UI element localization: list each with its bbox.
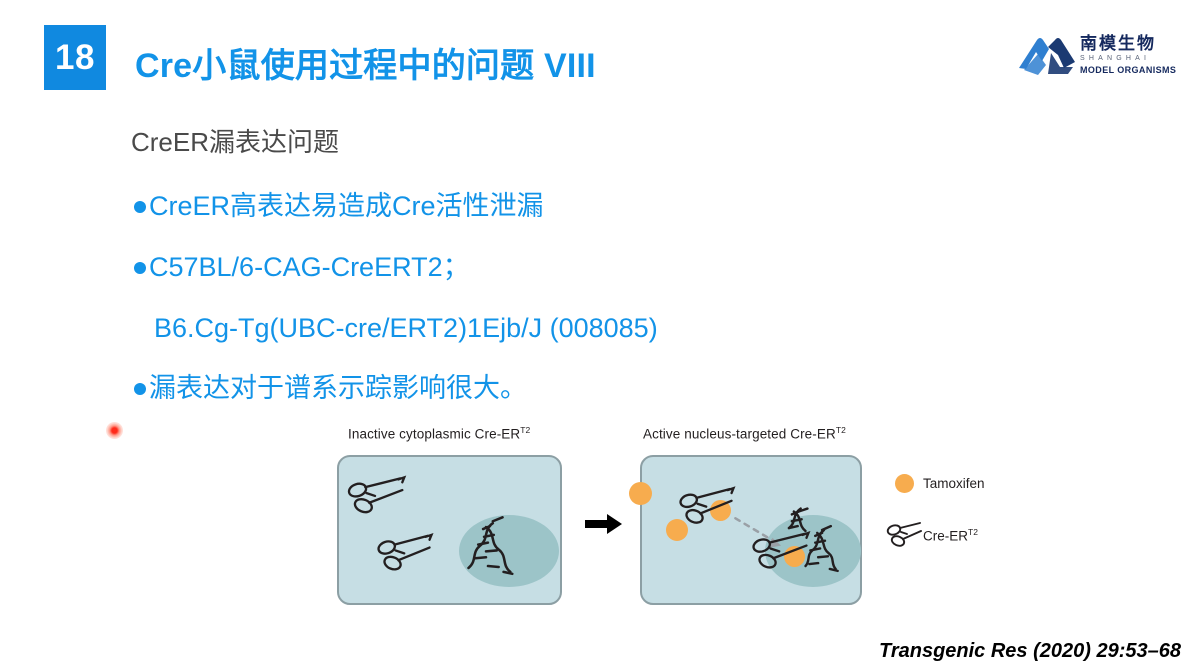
tamoxifen-dot-cytoplasm bbox=[666, 519, 688, 541]
legend-item-creer-label: Cre-ERT2 bbox=[923, 527, 978, 544]
bullet-item-3: 漏表达对于谱系示踪影响很大。 bbox=[134, 375, 527, 402]
bullet-dot-icon bbox=[134, 200, 146, 213]
orange-circle-icon bbox=[885, 473, 923, 493]
logo-text-block: 南模生物 SHANGHAI MODEL ORGANISMS bbox=[1080, 33, 1177, 76]
nucleus-right bbox=[765, 515, 861, 587]
figure-caption-left-main: Inactive cytoplasmic Cre-ER bbox=[348, 426, 521, 442]
legend-item-creer-label-sup: T2 bbox=[968, 526, 978, 537]
laser-pointer-dot bbox=[106, 422, 123, 439]
legend-item-creer-label-main: Cre-ER bbox=[923, 528, 969, 544]
process-arrow-icon bbox=[585, 514, 622, 534]
scissors-icon bbox=[885, 521, 923, 549]
tamoxifen-dot-bound-nucleus bbox=[784, 546, 805, 567]
bullet-item-2-subline: B6.Cg-Tg(UBC-cre/ERT2)1Ejb/J (008085) bbox=[154, 313, 658, 343]
figure-caption-right: Active nucleus-targeted Cre-ERT2 bbox=[643, 425, 846, 442]
scissors-icon-2 bbox=[377, 532, 434, 571]
legend-item-tamoxifen: Tamoxifen bbox=[885, 468, 1020, 498]
company-logo: 南模生物 SHANGHAI MODEL ORGANISMS bbox=[1018, 24, 1184, 86]
bullet-item-1: CreER高表达易造成Cre活性泄漏 bbox=[134, 193, 544, 220]
legend-item-tamoxifen-label: Tamoxifen bbox=[923, 475, 985, 491]
logo-english-line-2: MODEL ORGANISMS bbox=[1080, 64, 1177, 75]
scissors-icon-1 bbox=[347, 475, 407, 514]
tamoxifen-dot-bound-cytoplasm bbox=[710, 500, 731, 521]
bullet-item-3-label: 漏表达对于谱系示踪影响很大。 bbox=[149, 373, 527, 403]
figure-diagram: Inactive cytoplasmic Cre-ERT2 Active nuc… bbox=[330, 420, 985, 615]
tamoxifen-dot-outside bbox=[629, 482, 652, 505]
figure-caption-left: Inactive cytoplasmic Cre-ERT2 bbox=[348, 425, 530, 442]
bullet-item-2: C57BL/6-CAG-CreERT2； bbox=[134, 254, 470, 281]
logo-english-line-1: SHANGHAI bbox=[1080, 55, 1151, 63]
figure-caption-left-sup: T2 bbox=[520, 425, 531, 435]
body-subtitle: CreER漏表达问题 bbox=[131, 127, 340, 157]
source-citation: Transgenic Res (2020) 29:53–68 bbox=[878, 640, 1181, 662]
slide-number-badge: 18 bbox=[44, 25, 106, 90]
cell-panel-active bbox=[629, 455, 862, 605]
figure-legend: Tamoxifen Cre-ERT2 bbox=[885, 468, 1020, 550]
figure-caption-right-main: Active nucleus-targeted Cre-ER bbox=[643, 426, 836, 442]
bullet-dot-icon bbox=[134, 382, 146, 395]
nucleus-left bbox=[459, 515, 559, 587]
figure-caption-right-sup: T2 bbox=[835, 425, 846, 435]
bullet-dot-icon bbox=[134, 261, 146, 274]
bullet-item-1-label: CreER高表达易造成Cre活性泄漏 bbox=[149, 191, 544, 221]
page-title: Cre小鼠使用过程中的问题 VIII bbox=[135, 47, 596, 85]
logo-mountain-icon bbox=[1019, 38, 1075, 75]
logo-chinese-name: 南模生物 bbox=[1080, 33, 1156, 53]
bullet-item-2-label: C57BL/6-CAG-CreERT2； bbox=[149, 252, 470, 282]
cell-panel-inactive bbox=[337, 455, 562, 605]
legend-item-creer: Cre-ERT2 bbox=[885, 520, 1020, 550]
